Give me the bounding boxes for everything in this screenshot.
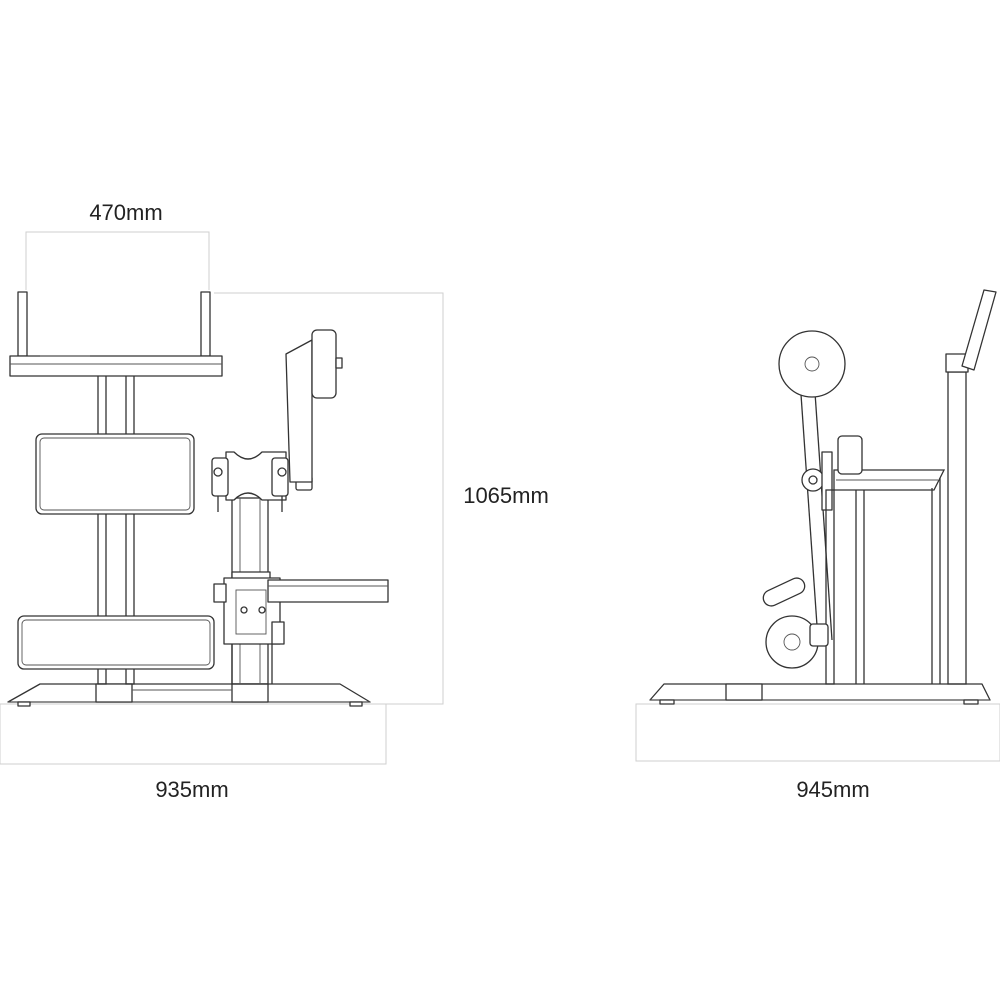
dimension-height: 1065mm <box>463 483 549 508</box>
front-seat-arm <box>267 579 389 603</box>
front-upper-pad <box>35 433 195 515</box>
side-seat-frame <box>833 435 946 684</box>
side-weight-disc <box>778 330 846 398</box>
dimension-depth-side: 945mm <box>796 777 869 802</box>
front-view-dimension-guides <box>0 231 444 765</box>
front-base <box>7 683 371 707</box>
front-lower-pad <box>17 615 215 670</box>
side-base <box>649 683 991 705</box>
dimension-width-top: 470mm <box>89 200 162 225</box>
side-view-dimension-guides <box>635 703 1000 762</box>
side-view <box>635 289 1000 762</box>
front-carriage <box>213 571 285 684</box>
front-pivot-assembly <box>211 329 343 512</box>
side-main-post <box>945 289 997 685</box>
front-view <box>0 231 444 765</box>
front-top-platform <box>9 291 223 377</box>
side-lever-arm <box>799 377 835 685</box>
side-rollers <box>762 577 829 669</box>
dimension-depth-front: 935mm <box>155 777 228 802</box>
